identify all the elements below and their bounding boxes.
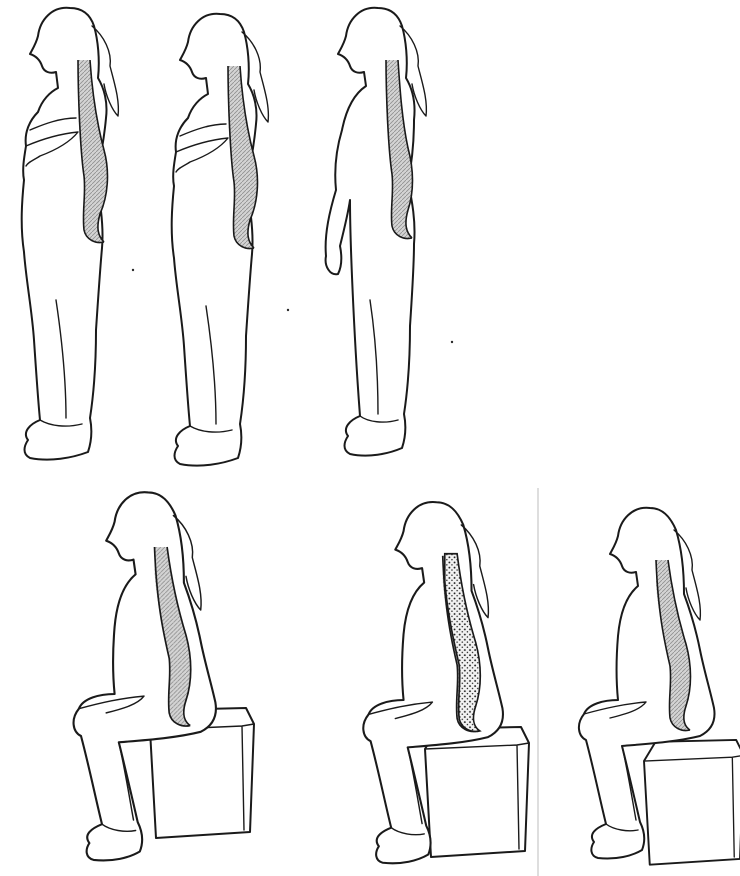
speck xyxy=(451,341,453,343)
panel-standing-arms-crossed-1 xyxy=(22,8,119,460)
panel-standing-arms-crossed-2 xyxy=(172,14,269,466)
panel-seated-neutral xyxy=(579,508,740,865)
panel-standing-arms-down xyxy=(326,8,427,456)
panel-seated-upright xyxy=(363,502,529,863)
panel-seated-slouched xyxy=(74,492,254,860)
speck xyxy=(132,269,134,271)
speck xyxy=(287,309,289,311)
